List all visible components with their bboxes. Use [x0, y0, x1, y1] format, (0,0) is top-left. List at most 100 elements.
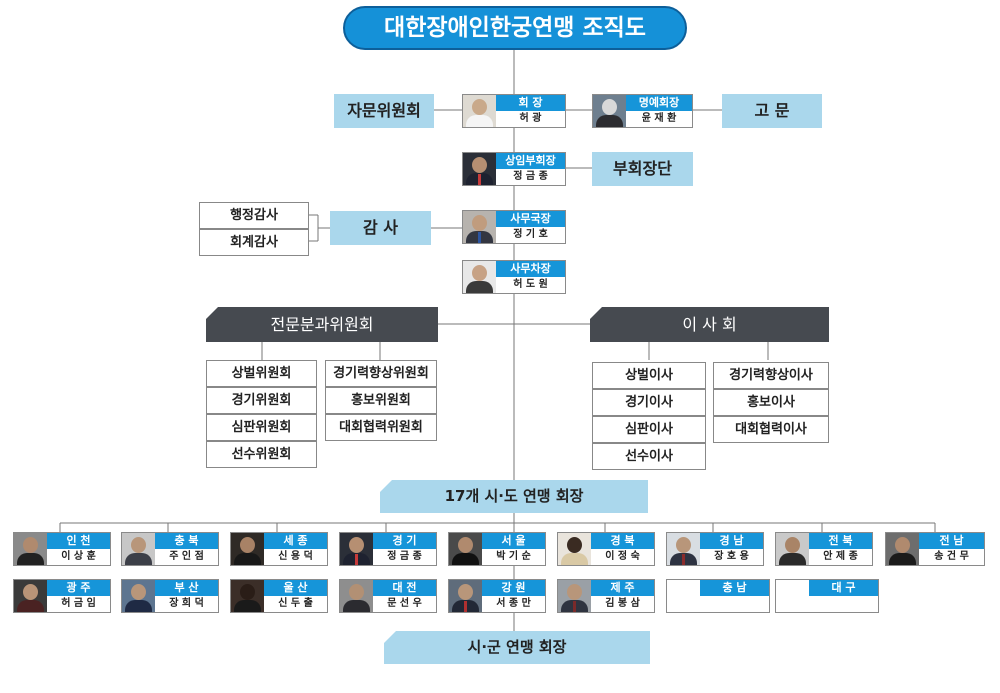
- member-name: 허 금 임: [61, 598, 96, 609]
- president-name: 허 광: [519, 113, 542, 124]
- local-header: 시·군 연맹 회장: [384, 631, 650, 664]
- senior-vp-name: 정 금 종: [513, 171, 548, 182]
- deputy-secretary-card: 사무차장 허 도 원: [462, 260, 566, 294]
- member-photo: [340, 580, 373, 612]
- honorary-president-name: 윤 재 환: [641, 113, 677, 124]
- member-photo-empty: [776, 580, 809, 612]
- committee-item: 선수위원회: [206, 441, 317, 468]
- member-name: 서 종 만: [496, 598, 531, 609]
- region-label: 전 남: [919, 533, 984, 549]
- member-name: 김 봉 삼: [605, 598, 640, 609]
- region-label: 강 원: [482, 580, 545, 596]
- member-photo: [449, 580, 482, 612]
- region-card: 경 기 정 금 종: [339, 532, 437, 566]
- member-name: [809, 596, 878, 612]
- senior-vp-card: 상임부회장 정 금 종: [462, 152, 566, 186]
- accounting-audit-box: 회계감사: [199, 229, 309, 256]
- member-photo: [776, 533, 809, 565]
- committee-item: 경기력향상위원회: [325, 360, 437, 387]
- deputy-secretary-photo: [463, 261, 496, 293]
- vp-group-box: 부회장단: [592, 152, 693, 186]
- senior-vp-role: 상임부회장: [496, 153, 565, 169]
- regional-header-corner: [380, 480, 392, 492]
- member-name: 장 호 용: [714, 551, 749, 562]
- local-header-corner: [384, 631, 396, 643]
- member-name: 이 정 숙: [605, 551, 640, 562]
- region-card: 제 주 김 봉 삼: [557, 579, 655, 613]
- region-card: 광 주 허 금 임: [13, 579, 111, 613]
- region-card: 전 북 안 제 종: [775, 532, 873, 566]
- deputy-secretary-name: 허 도 원: [513, 279, 548, 290]
- region-label: 세 종: [264, 533, 327, 549]
- committee-item: 대회협력위원회: [325, 414, 437, 441]
- audit-box: 감 사: [330, 211, 431, 245]
- region-label: 전 북: [809, 533, 872, 549]
- member-photo: [667, 533, 700, 565]
- honorary-president-card: 명예회장 윤 재 환: [592, 94, 693, 128]
- board-header: 이 사 회: [590, 307, 829, 342]
- member-name: 신 두 출: [278, 598, 313, 609]
- secretary-general-card: 사무국장 정 기 호: [462, 210, 566, 244]
- member-name: 신 용 덕: [278, 551, 313, 562]
- region-card: 대 구: [775, 579, 879, 613]
- committee-header-corner: [206, 307, 218, 319]
- region-label: 광 주: [47, 580, 110, 596]
- secretary-general-role: 사무국장: [496, 211, 565, 227]
- member-name: 주 인 점: [169, 551, 204, 562]
- region-card: 전 남 송 건 무: [885, 532, 985, 566]
- member-name: [700, 596, 769, 612]
- member-name: 문 선 우: [387, 598, 422, 609]
- member-photo: [122, 533, 155, 565]
- committee-header-label: 전문분과위원회: [270, 315, 374, 334]
- honorary-president-role: 명예회장: [626, 95, 692, 111]
- board-header-corner: [590, 307, 602, 319]
- regional-header: 17개 시·도 연맹 회장: [380, 480, 648, 513]
- region-label: 제 주: [591, 580, 654, 596]
- secretary-general-name: 정 기 호: [513, 229, 548, 240]
- region-label: 부 산: [155, 580, 218, 596]
- member-photo: [231, 533, 264, 565]
- member-name: 장 희 덕: [169, 598, 204, 609]
- board-item: 경기이사: [592, 389, 706, 416]
- region-card: 부 산 장 희 덕: [121, 579, 219, 613]
- region-card: 경 남 장 호 용: [666, 532, 764, 566]
- region-card: 울 산 신 두 출: [230, 579, 328, 613]
- member-name: 정 금 종: [387, 551, 422, 562]
- deputy-secretary-role: 사무차장: [496, 261, 565, 277]
- admin-audit-box: 행정감사: [199, 202, 309, 229]
- member-photo: [122, 580, 155, 612]
- regional-header-label: 17개 시·도 연맹 회장: [444, 487, 584, 505]
- committee-item: 심판위원회: [206, 414, 317, 441]
- member-photo-empty: [667, 580, 700, 612]
- committee-item: 경기위원회: [206, 387, 317, 414]
- region-card: 경 북 이 정 숙: [557, 532, 655, 566]
- region-card: 강 원 서 종 만: [448, 579, 546, 613]
- region-label: 경 기: [373, 533, 436, 549]
- region-label: 서 울: [482, 533, 545, 549]
- president-photo: [463, 95, 496, 127]
- board-item: 홍보이사: [713, 389, 829, 416]
- region-label: 경 남: [700, 533, 763, 549]
- advisor-box: 고 문: [722, 94, 822, 128]
- board-item: 경기력향상이사: [713, 362, 829, 389]
- president-card: 회 장 허 광: [462, 94, 566, 128]
- board-item: 선수이사: [592, 443, 706, 470]
- member-photo: [449, 533, 482, 565]
- member-photo: [558, 533, 591, 565]
- region-card: 충 남: [666, 579, 770, 613]
- region-label: 울 산: [264, 580, 327, 596]
- board-item: 대회협력이사: [713, 416, 829, 443]
- region-card: 인 천 이 상 훈: [13, 532, 111, 566]
- member-photo: [14, 580, 47, 612]
- region-card: 충 북 주 인 점: [121, 532, 219, 566]
- region-card: 대 전 문 선 우: [339, 579, 437, 613]
- member-photo: [558, 580, 591, 612]
- region-label: 인 천: [47, 533, 110, 549]
- org-chart-title: 대한장애인한궁연맹 조직도: [343, 6, 687, 50]
- region-label: 대 구: [809, 580, 878, 596]
- secretary-general-photo: [463, 211, 496, 243]
- member-photo: [231, 580, 264, 612]
- senior-vp-photo: [463, 153, 496, 185]
- member-name: 박 기 순: [496, 551, 531, 562]
